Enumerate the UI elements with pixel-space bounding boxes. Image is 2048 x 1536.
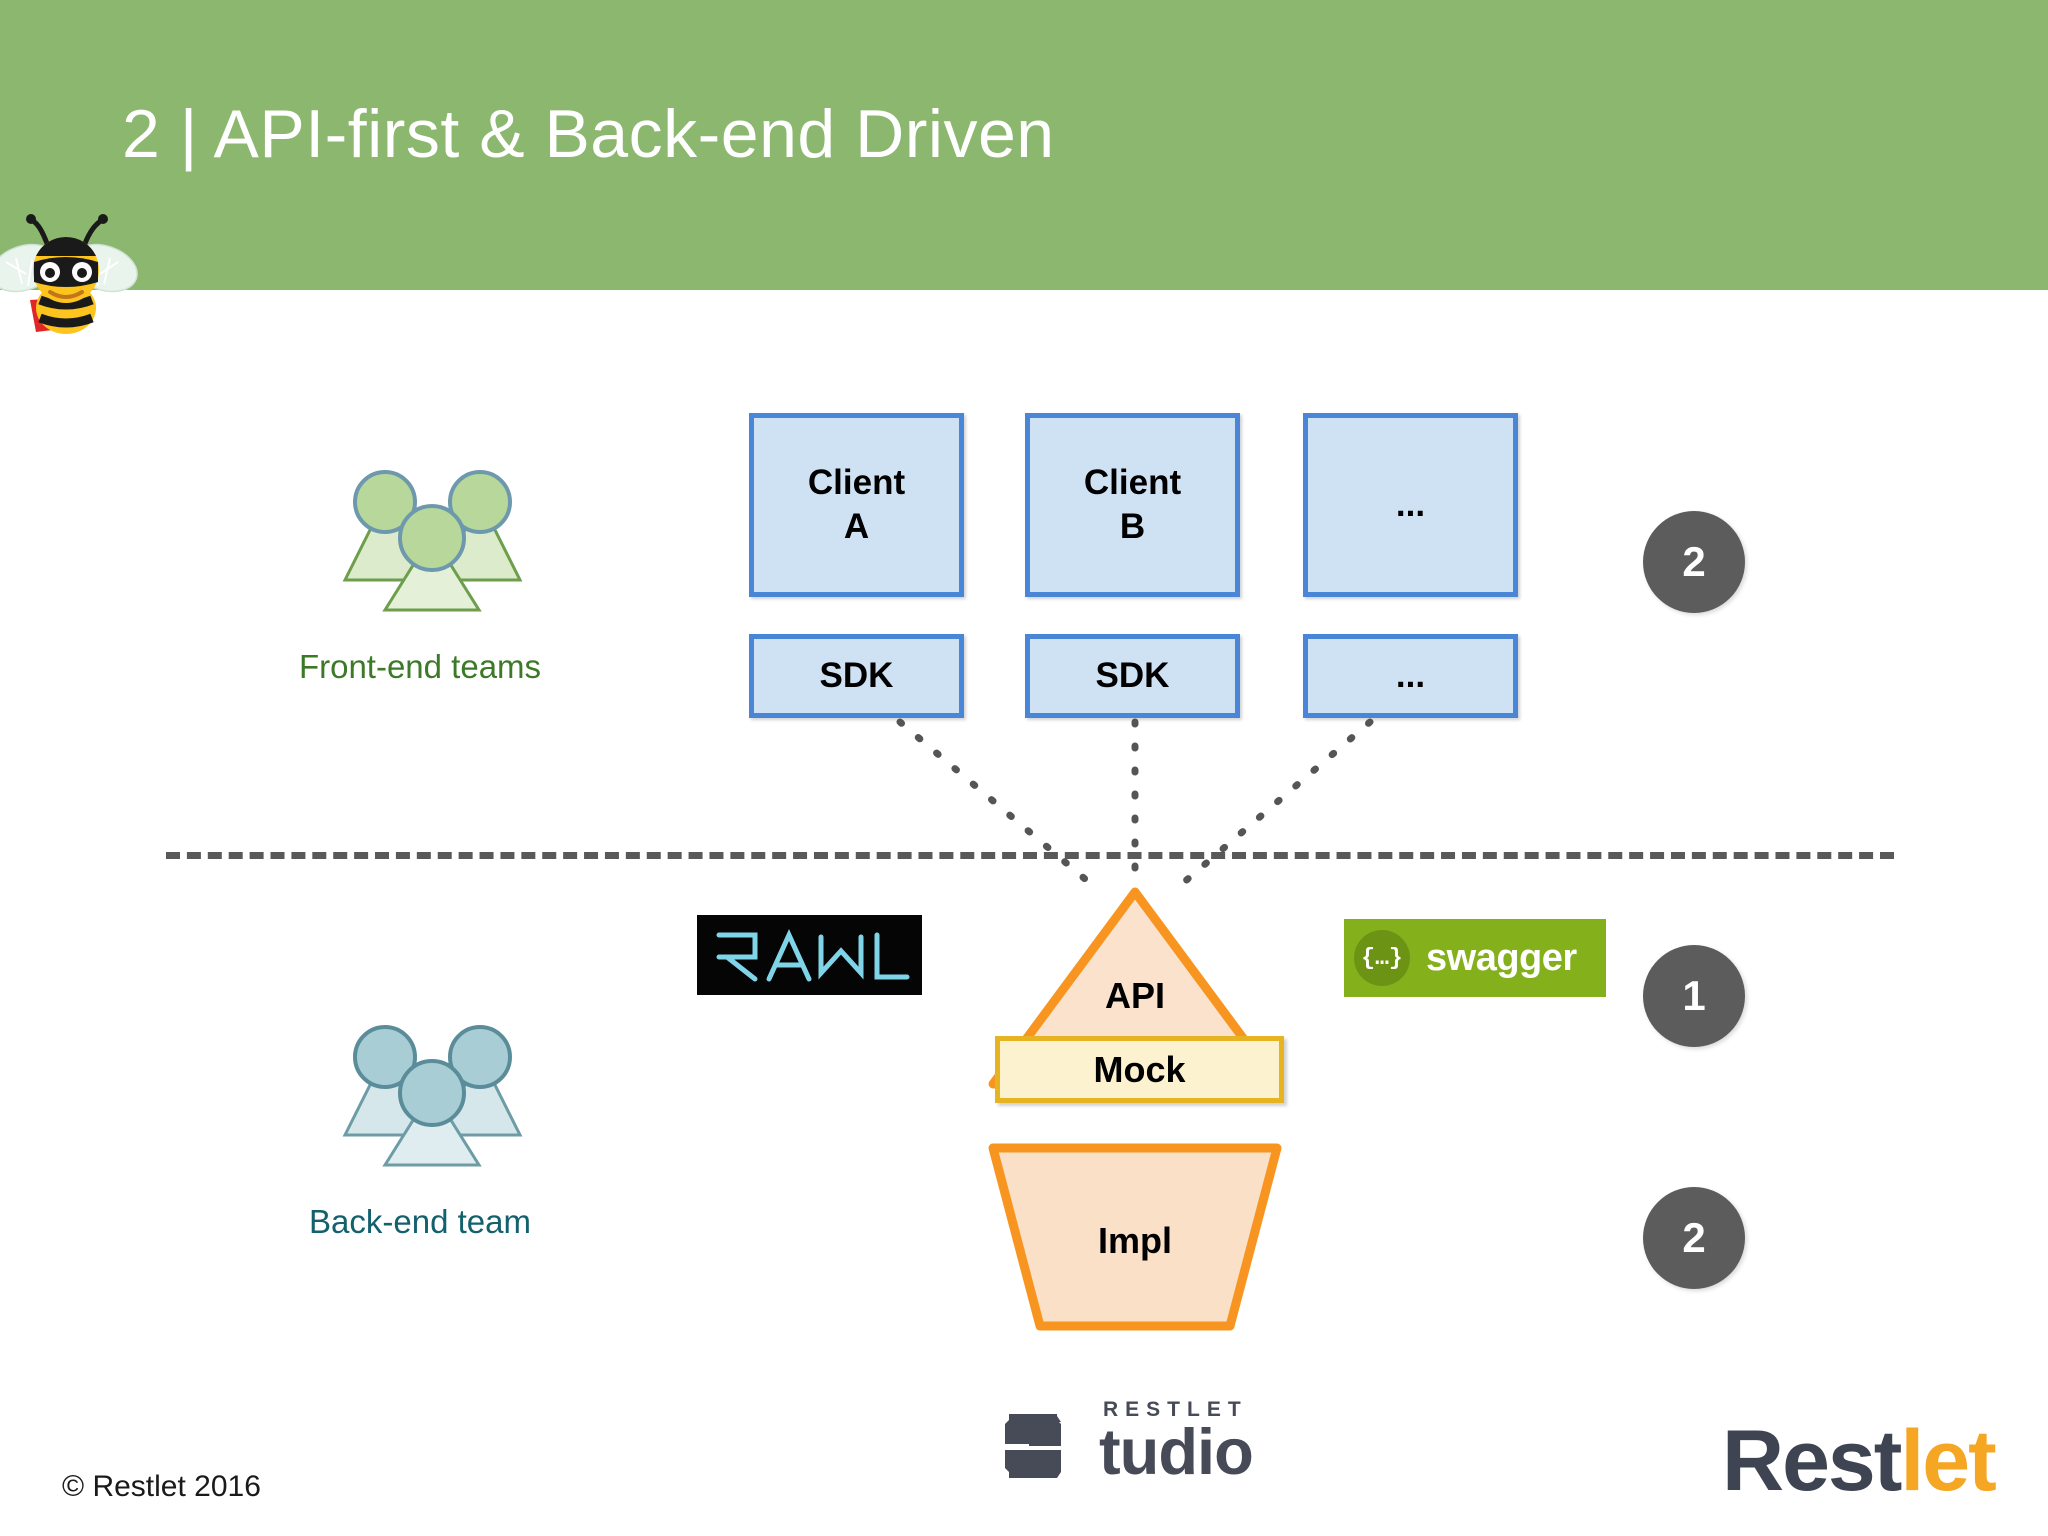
sdk-other-box[interactable]: ... [1303,634,1518,718]
back-end-team-label: Back-end team [309,1203,531,1240]
sdk-b-box[interactable]: SDK [1025,634,1240,718]
step-badge-top: 2 [1643,511,1745,613]
mock-box[interactable]: Mock [995,1036,1284,1103]
bee-mascot-icon [0,214,138,334]
restlet-s-mark-icon [1005,1414,1061,1478]
sdk-other-label: ... [1395,656,1426,695]
mock-label: Mock [1093,1048,1186,1090]
raml-logo [697,915,922,995]
swagger-wordmark: swagger [1426,936,1577,979]
page-title: 2 | API-first & Back-end Driven [122,96,1055,172]
restlet-studio-logo: RESTLET tudio [995,1398,1275,1490]
step-badge-bottom: 2 [1643,1187,1745,1289]
studio-restlet-word: RESTLET [1103,1398,1248,1421]
impl-label: Impl [1097,1220,1172,1261]
step-badge-top-value: 2 [1682,538,1706,585]
raml-wordmark-icon [716,928,910,982]
header-band [0,0,2048,290]
copyright-text: © Restlet 2016 [62,1470,261,1503]
front-end-team-group: Front-end teams [255,460,585,720]
sdk-b-label: SDK [1095,656,1170,695]
people-icon-green [342,470,523,612]
swagger-logo: {…} swagger [1344,919,1606,997]
restlet-logo: Restlet [1722,1412,1997,1511]
restlet-logo-part1: Rest [1722,1413,1902,1509]
studio-tudio-word: tudio [1099,1415,1254,1488]
api-label: API [1104,975,1165,1016]
swagger-braces-icon: {…} [1354,930,1410,986]
front-end-team-label: Front-end teams [298,648,542,685]
impl-trapezoid-shape[interactable] [985,1142,1285,1332]
client-other-label: ... [1395,485,1426,525]
sdk-a-box[interactable]: SDK [749,634,964,718]
sdk-a-label: SDK [819,656,894,695]
step-badge-middle-value: 1 [1682,972,1706,1019]
step-badge-bottom-value: 2 [1682,1214,1706,1261]
client-other-box[interactable]: ... [1303,413,1518,597]
divider-line [166,852,1894,859]
people-icon-teal [342,1025,523,1167]
restlet-logo-part2: let [1900,1413,1996,1509]
back-end-team-group: Back-end team [255,1015,585,1275]
step-badge-middle: 1 [1643,945,1745,1047]
